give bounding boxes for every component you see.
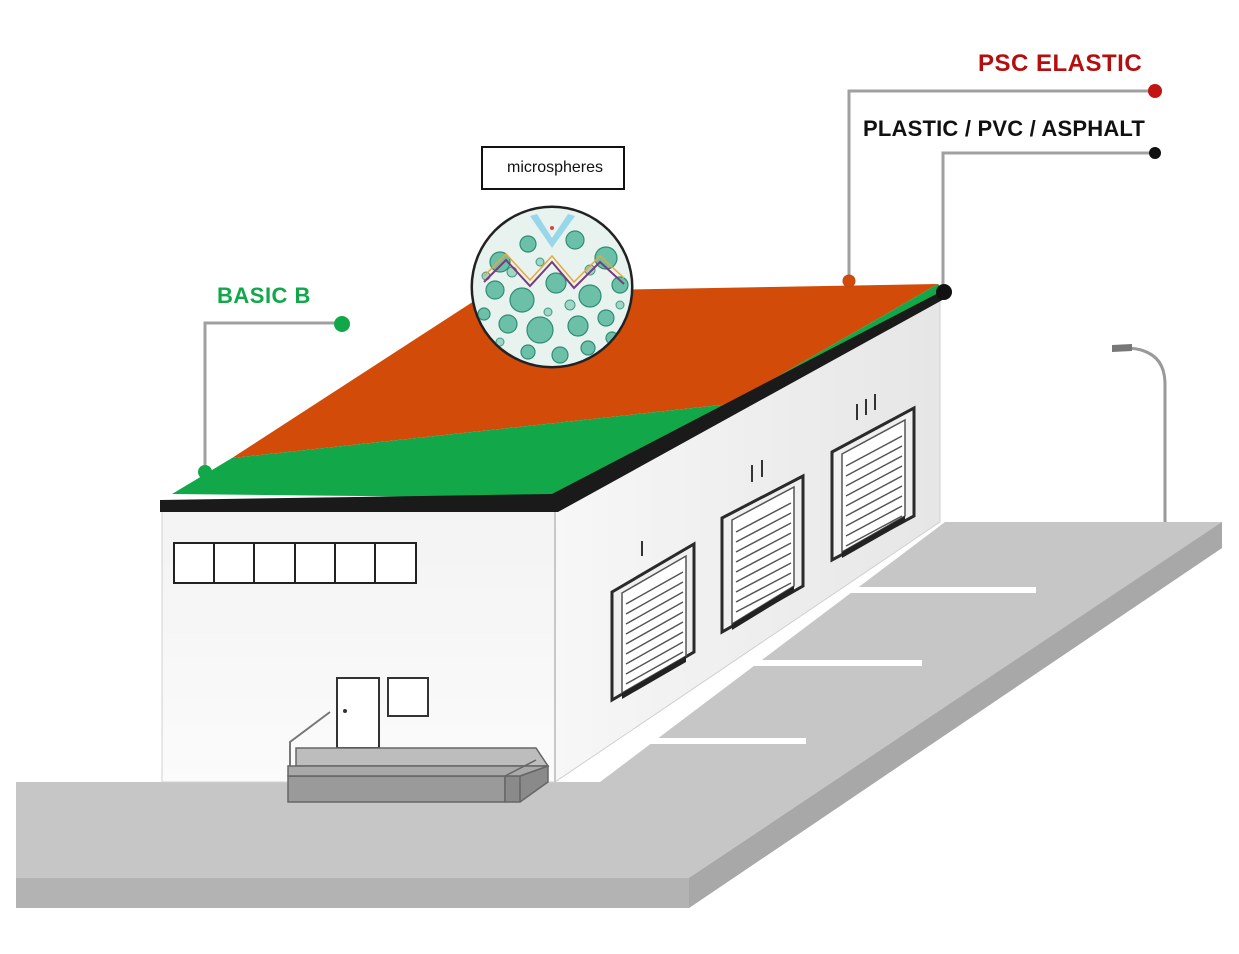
label-psc-elastic: PSC ELASTIC: [978, 50, 1143, 77]
loading-door-3: [830, 394, 916, 563]
roof: [160, 284, 946, 512]
front-window-band: [173, 542, 417, 584]
marker-basic-b: [334, 316, 350, 332]
entrance: [287, 677, 550, 803]
loading-door-2: [720, 460, 805, 635]
roof-top-psc-elastic: [232, 284, 938, 458]
marker-plastic-pvc-asphalt: [1149, 147, 1161, 159]
entrance-window: [387, 677, 429, 717]
roof-layer-basic-b: [172, 284, 946, 498]
microspheres-label: microspheres: [506, 159, 604, 176]
entrance-door: [336, 677, 380, 749]
marker-psc-elastic-roof: [842, 274, 856, 288]
loading-door-1: [610, 541, 696, 703]
stair-railing: [289, 711, 331, 770]
leader-line-basic-b: [203, 321, 342, 472]
microspheres-label-box: microspheres: [481, 146, 625, 190]
marker-psc-elastic: [1148, 84, 1162, 98]
street-lamp-icon: [1112, 344, 1167, 522]
leader-line-psc-elastic: [847, 89, 1155, 280]
marker-plastic-pvc-asphalt-roof: [936, 284, 952, 300]
leader-line-plastic-pvc-asphalt: [941, 151, 1155, 292]
label-plastic-pvc-asphalt: PLASTIC / PVC / ASPHALT: [863, 116, 1146, 141]
label-basic-b: BASIC B: [217, 283, 311, 308]
leader-lines: [203, 89, 1155, 472]
pavement: [16, 522, 1222, 908]
marker-basic-b-roof: [198, 465, 212, 479]
